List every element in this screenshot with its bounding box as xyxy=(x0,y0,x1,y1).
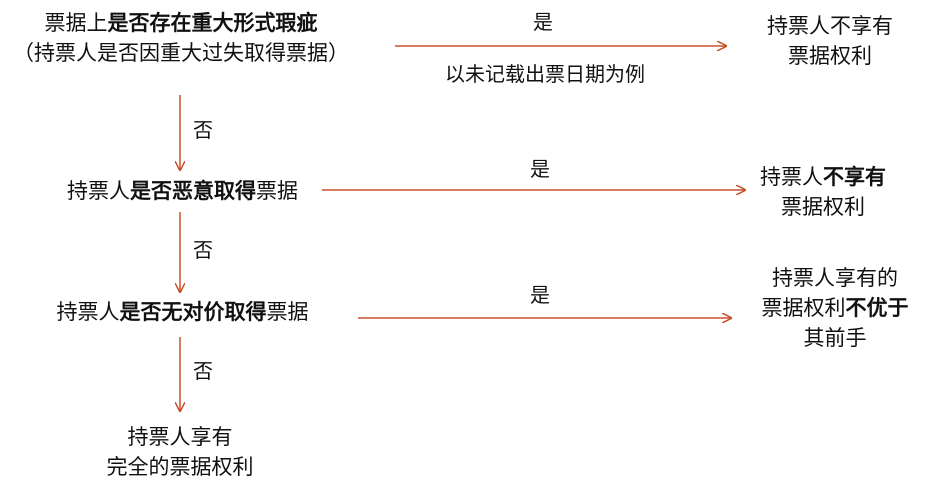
result-1-line-2: 票据权利 xyxy=(788,44,872,68)
no-label-1: 否 xyxy=(193,118,213,142)
result-4-line-2: 完全的票据权利 xyxy=(106,455,254,479)
result-node-2: 持票人不享有 票据权利 xyxy=(733,162,913,222)
question-2-text: 持票人是否恶意取得票据 xyxy=(40,176,325,206)
result-2-line-2: 票据权利 xyxy=(781,195,865,219)
no-label-3: 否 xyxy=(193,359,213,383)
question-node-1: 票据上是否存在重大形式瑕疵 （持票人是否因重大过失取得票据） xyxy=(0,8,362,68)
text-segment: 票据上 xyxy=(44,11,108,35)
result-1-line-1: 持票人不享有 xyxy=(735,11,925,41)
text-segment: 不优于 xyxy=(845,296,909,320)
no-label-2: 否 xyxy=(193,238,213,262)
text-segment: 是否无对价取得 xyxy=(119,300,267,324)
text-segment: 票据 xyxy=(256,179,298,203)
result-node-3: 持票人享有的 票据权利不优于 其前手 xyxy=(745,263,925,353)
text-segment: 持票人 xyxy=(56,300,120,324)
result-3-line-1: 持票人享有的 xyxy=(772,266,898,290)
question-1-line-1: 票据上是否存在重大形式瑕疵 xyxy=(0,8,362,38)
result-node-4: 持票人享有 完全的票据权利 xyxy=(85,422,275,482)
question-node-3: 持票人是否无对价取得票据 xyxy=(30,297,335,327)
yes-label-1: 是 xyxy=(533,10,553,34)
question-node-2: 持票人是否恶意取得票据 xyxy=(40,176,325,206)
text-segment: 持票人不享有 xyxy=(767,14,893,38)
result-3-line-2: 票据权利不优于 xyxy=(745,293,925,323)
text-segment: 是否存在重大形式瑕疵 xyxy=(107,11,318,35)
text-segment: 不享有 xyxy=(823,165,886,189)
result-node-1: 持票人不享有 票据权利 xyxy=(735,11,925,71)
result-2-line-1: 持票人不享有 xyxy=(733,162,913,192)
text-segment: 持票人 xyxy=(67,179,130,203)
text-segment: 票据权利 xyxy=(761,296,846,320)
question-3-text: 持票人是否无对价取得票据 xyxy=(30,297,335,327)
yes-label-3: 是 xyxy=(530,283,550,307)
text-segment: 票据 xyxy=(266,300,309,324)
yes-note-label: 以未记载出票日期为例 xyxy=(445,62,645,86)
text-segment: 持票人 xyxy=(760,165,823,189)
question-1-line-2: （持票人是否因重大过失取得票据） xyxy=(13,41,349,65)
result-4-line-1: 持票人享有 xyxy=(127,425,233,449)
text-segment: 是否恶意取得 xyxy=(130,179,256,203)
result-3-line-3: 其前手 xyxy=(803,326,867,350)
yes-label-2: 是 xyxy=(530,157,550,181)
